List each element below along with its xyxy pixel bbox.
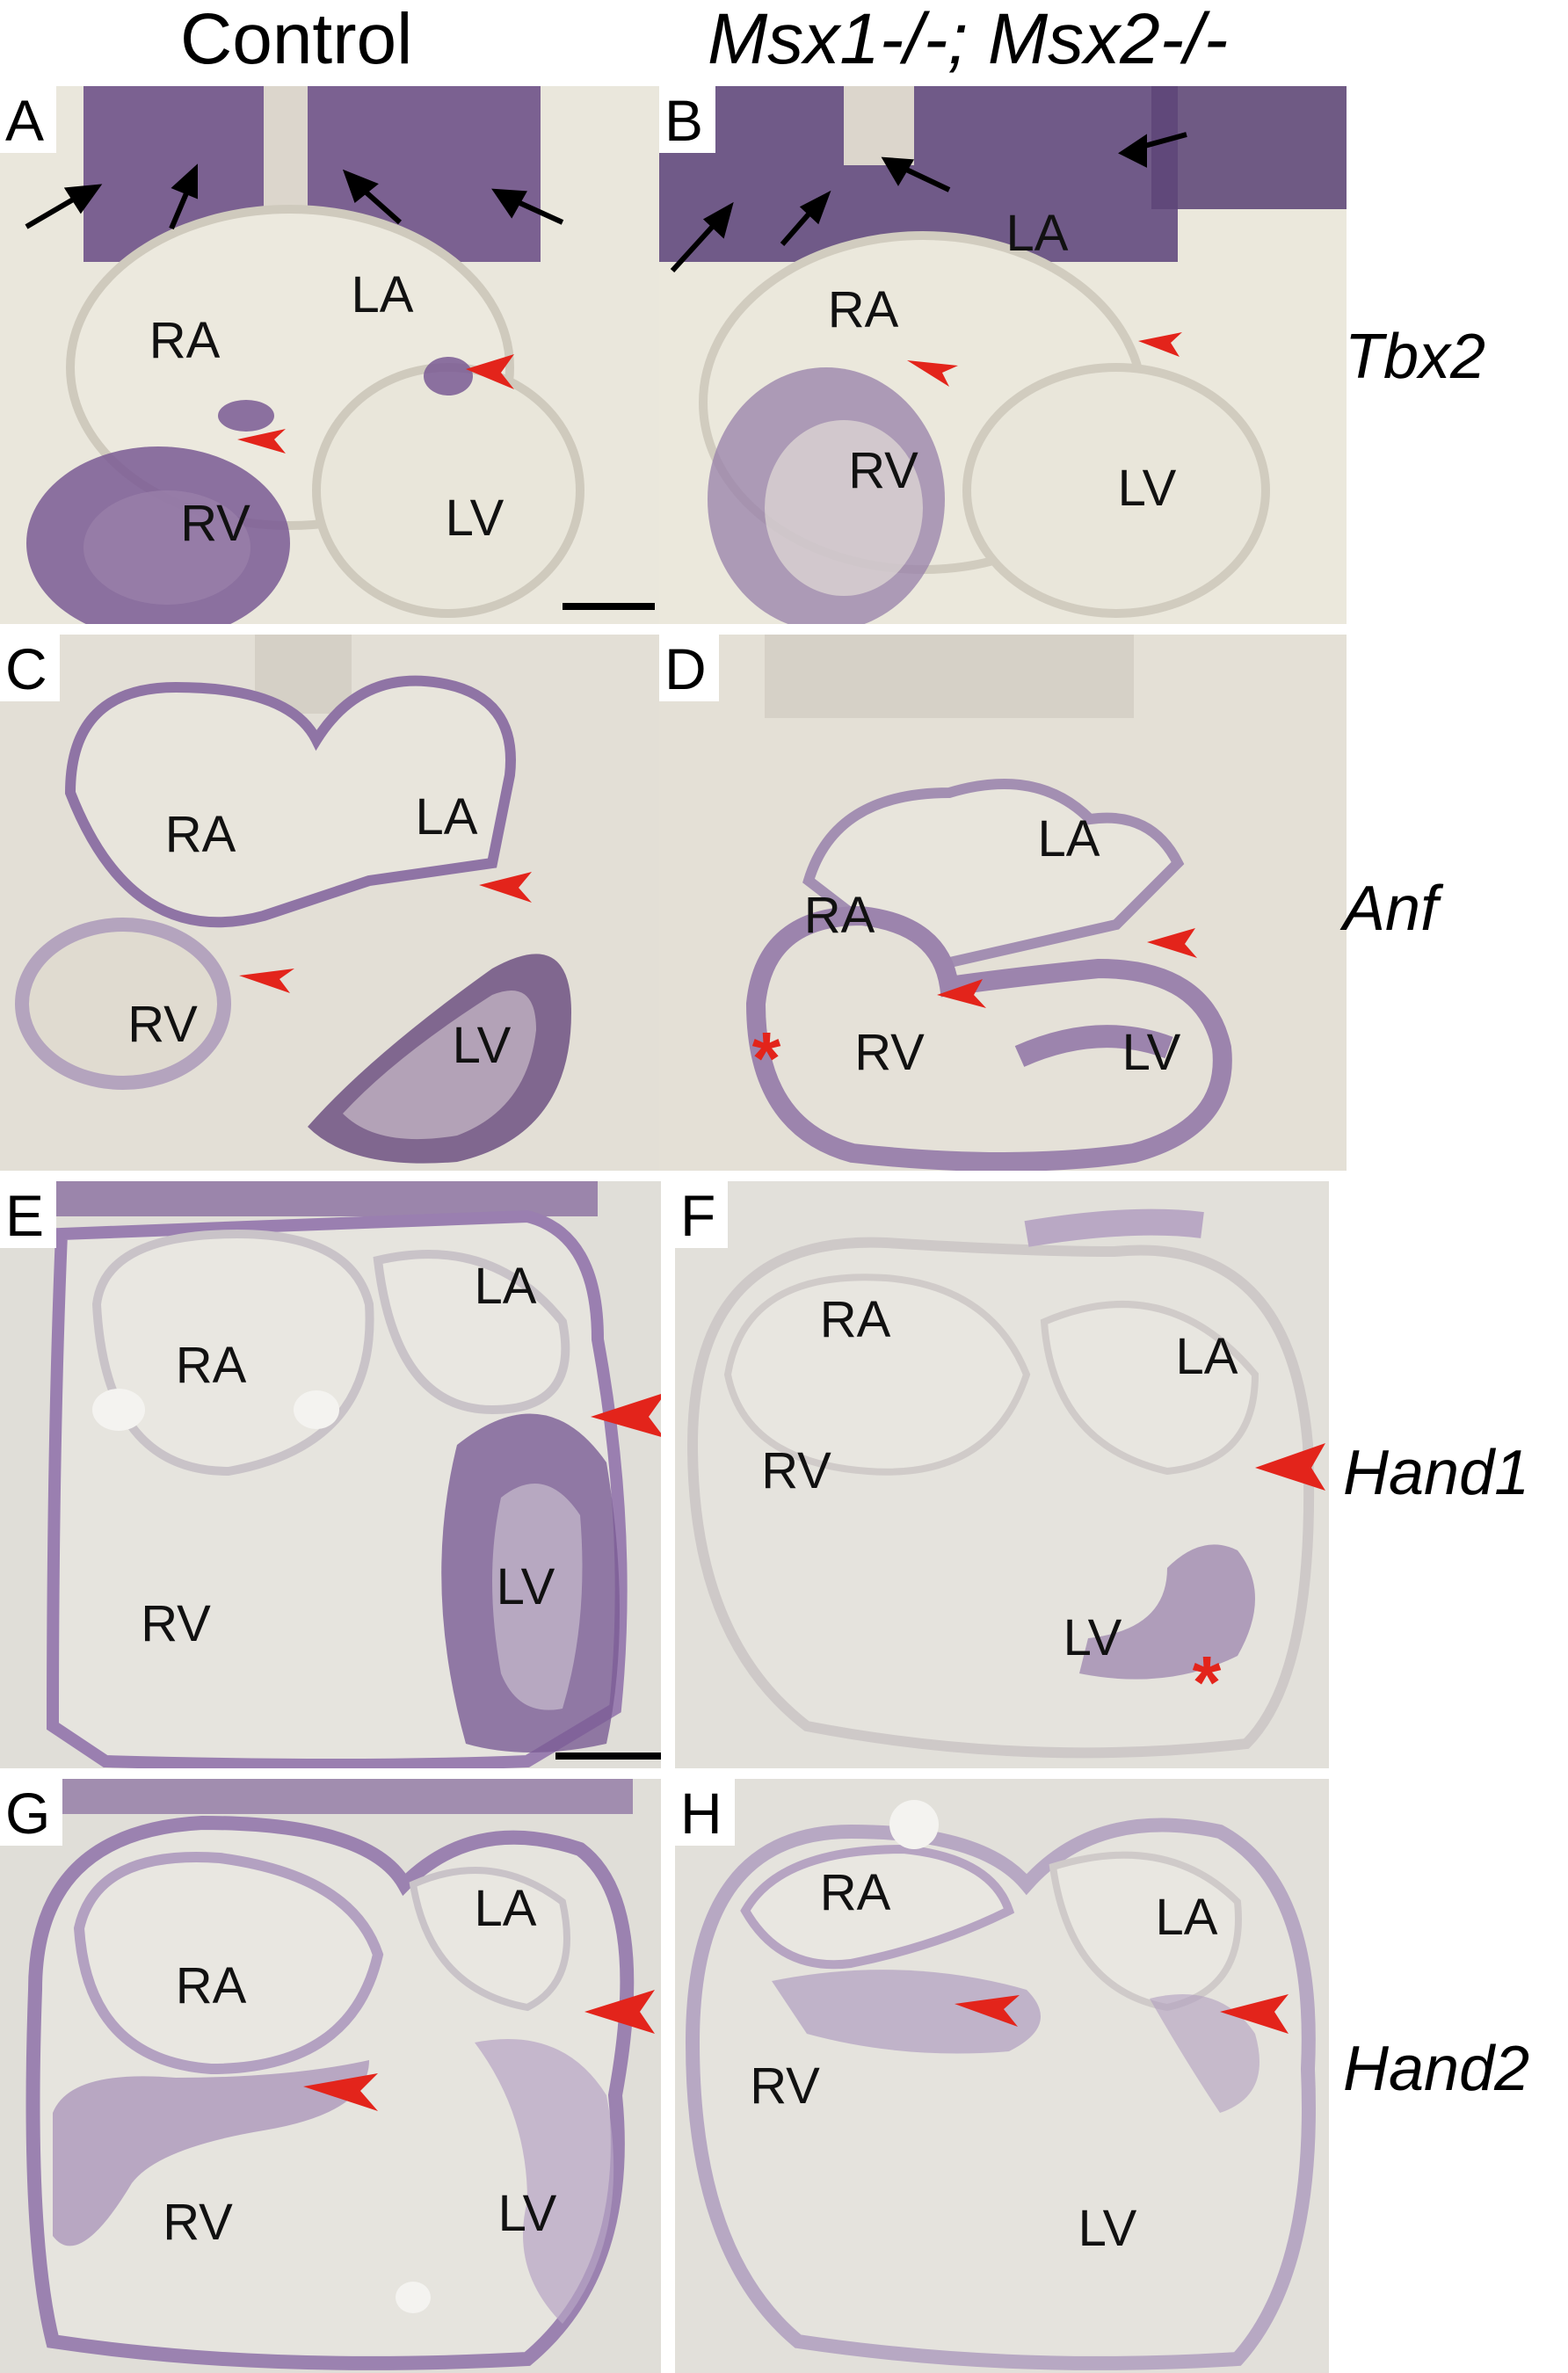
- panel-letter: B: [659, 86, 716, 153]
- label-lv: LV: [452, 1017, 512, 1074]
- label-ra: RA: [175, 1337, 247, 1394]
- scale-bar: [555, 1753, 661, 1760]
- label-lv: LV: [496, 1558, 555, 1615]
- panel-b: B RA LA RV LV: [659, 86, 1347, 624]
- red-arrowhead-icon: [937, 928, 1197, 1008]
- label-rv: RV: [127, 996, 198, 1053]
- label-lv: LV: [445, 490, 505, 547]
- red-arrowhead-icon: [239, 872, 532, 993]
- scale-bar: [563, 603, 655, 610]
- gene-label-anf: Anf: [1343, 874, 1439, 944]
- label-la: LA: [474, 1880, 537, 1937]
- label-la: LA: [474, 1258, 537, 1315]
- panel-e: E RA LA RV LV: [0, 1181, 661, 1768]
- label-rv: RV: [761, 1442, 831, 1499]
- label-lv: LV: [1122, 1024, 1181, 1081]
- panel-letter: D: [659, 635, 719, 701]
- tissue-section-d: [745, 635, 1232, 1171]
- asterisk-marker: *: [1192, 1641, 1222, 1724]
- label-la: LA: [1175, 1328, 1238, 1385]
- label-rv: RV: [163, 2194, 233, 2251]
- panel-letter: A: [0, 86, 57, 153]
- black-arrow-icon: [25, 163, 564, 230]
- black-arrow-icon: [670, 132, 1187, 273]
- label-lv: LV: [497, 2185, 557, 2242]
- tissue-section-e: [46, 1181, 661, 1768]
- label-ra: RA: [819, 1864, 891, 1921]
- red-arrowhead-icon: [303, 1990, 655, 2111]
- label-rv: RV: [750, 2057, 820, 2115]
- panel-letter: G: [0, 1779, 63, 1846]
- red-arrowhead-icon: [1255, 1443, 1325, 1491]
- red-arrowhead-icon: [955, 1994, 1289, 2034]
- tissue-section-g: [25, 1779, 655, 2370]
- panel-letter: C: [0, 635, 60, 701]
- panel-letter: E: [0, 1181, 57, 1248]
- panel-letter: H: [675, 1779, 735, 1846]
- label-ra: RA: [149, 312, 221, 369]
- label-la: LA: [351, 266, 414, 323]
- label-lv: LV: [1117, 460, 1177, 517]
- red-arrowhead-icon: [237, 354, 514, 454]
- panel-d: D RA LA RV LV *: [659, 635, 1347, 1171]
- tissue-section-c: [15, 635, 571, 1164]
- label-la: LA: [415, 788, 478, 845]
- panel-letter: F: [675, 1181, 729, 1248]
- label-lv: LV: [1078, 2200, 1137, 2257]
- label-rv: RV: [854, 1024, 925, 1081]
- label-rv: RV: [848, 442, 918, 499]
- panel-h: H RA LA RV LV: [675, 1779, 1329, 2373]
- label-rv: RV: [141, 1595, 211, 1652]
- gene-label-tbx2: Tbx2: [1345, 322, 1486, 392]
- label-ra: RA: [819, 1291, 891, 1348]
- label-la: LA: [1037, 810, 1100, 867]
- label-ra: RA: [803, 887, 875, 944]
- red-arrowhead-icon: [591, 1393, 661, 1437]
- label-lv: LV: [1063, 1609, 1122, 1666]
- label-ra: RA: [175, 1957, 247, 2014]
- column-header-control: Control: [180, 0, 413, 79]
- label-la: LA: [1155, 1889, 1218, 1946]
- panel-f: F RA LA RV LV *: [675, 1181, 1329, 1768]
- panel-g: G RA LA RV LV: [0, 1779, 661, 2373]
- label-ra: RA: [827, 281, 899, 338]
- tissue-section-a: [25, 86, 584, 624]
- label-ra: RA: [164, 806, 236, 863]
- label-la: LA: [1005, 205, 1069, 262]
- label-rv: RV: [180, 495, 250, 552]
- panel-a: A RA LA RV LV: [0, 86, 661, 624]
- panel-c: C RA LA RV LV: [0, 635, 661, 1171]
- gene-label-hand2: Hand2: [1343, 2034, 1530, 2104]
- gene-label-hand1: Hand1: [1343, 1438, 1530, 1508]
- tissue-section-h: [685, 1800, 1316, 2370]
- asterisk-marker: *: [751, 1017, 781, 1099]
- tissue-section-f: [686, 1208, 1325, 1759]
- column-header-mutant: Msx1-/-; Msx2-/-: [708, 0, 1229, 79]
- tissue-section-b: [659, 86, 1347, 624]
- red-arrowhead-icon: [907, 332, 1182, 387]
